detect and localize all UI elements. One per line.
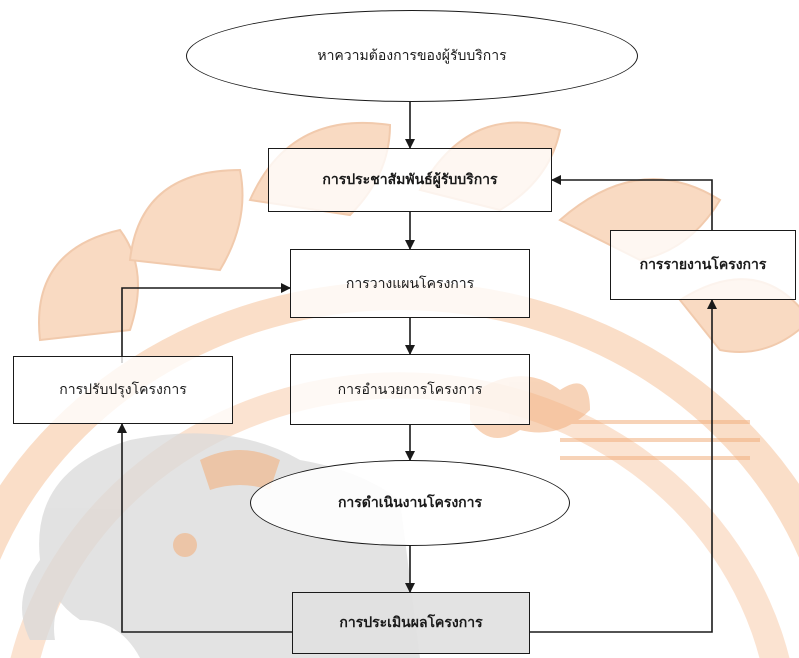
node-improvement-label: การปรับปรุงโครงการ xyxy=(59,382,187,398)
arrow-evaluation-to-improvement xyxy=(117,423,292,633)
watermark-spear-2 xyxy=(560,438,760,442)
node-find-needs-label: หาความต้องการของผู้รับบริการ xyxy=(317,48,507,64)
node-reporting: การรายงานโครงการ xyxy=(610,230,796,300)
node-planning-label: การวางแผนโครงการ xyxy=(345,275,475,292)
node-improvement: การปรับปรุงโครงการ xyxy=(13,356,233,424)
watermark-petal-1 xyxy=(38,228,139,342)
node-publicity: การประชาสัมพันธ์ผู้รับบริการ xyxy=(268,148,552,212)
node-planning: การวางแผนโครงการ xyxy=(290,249,530,318)
node-implementation: การดำเนินงานโครงการ xyxy=(250,460,570,546)
watermark-spear-3 xyxy=(560,456,750,460)
watermark-spear-1 xyxy=(560,420,750,424)
arrow-improvement-to-planning xyxy=(121,283,291,363)
watermark-headdress xyxy=(200,450,280,490)
watermark-petal-2 xyxy=(128,168,244,272)
node-facilitation-label: การอำนวยการโครงการ xyxy=(337,381,483,398)
node-reporting-label: การรายงานโครงการ xyxy=(639,257,767,273)
arrow-evaluation-to-reporting xyxy=(530,299,717,633)
node-facilitation: การอำนวยการโครงการ xyxy=(290,354,530,425)
node-publicity-label: การประชาสัมพันธ์ผู้รับบริการ xyxy=(322,172,498,188)
watermark-elephant-trunk xyxy=(22,560,70,640)
watermark-ear-ornament xyxy=(173,533,197,557)
node-evaluation-label: การประเมินผลโครงการ xyxy=(339,615,483,631)
node-find-needs: หาความต้องการของผู้รับบริการ xyxy=(186,10,638,102)
node-evaluation: การประเมินผลโครงการ xyxy=(292,592,530,654)
arrow-reporting-to-publicity xyxy=(551,175,713,230)
watermark-outer-arc xyxy=(0,281,799,560)
node-implementation-label: การดำเนินงานโครงการ xyxy=(337,495,483,511)
